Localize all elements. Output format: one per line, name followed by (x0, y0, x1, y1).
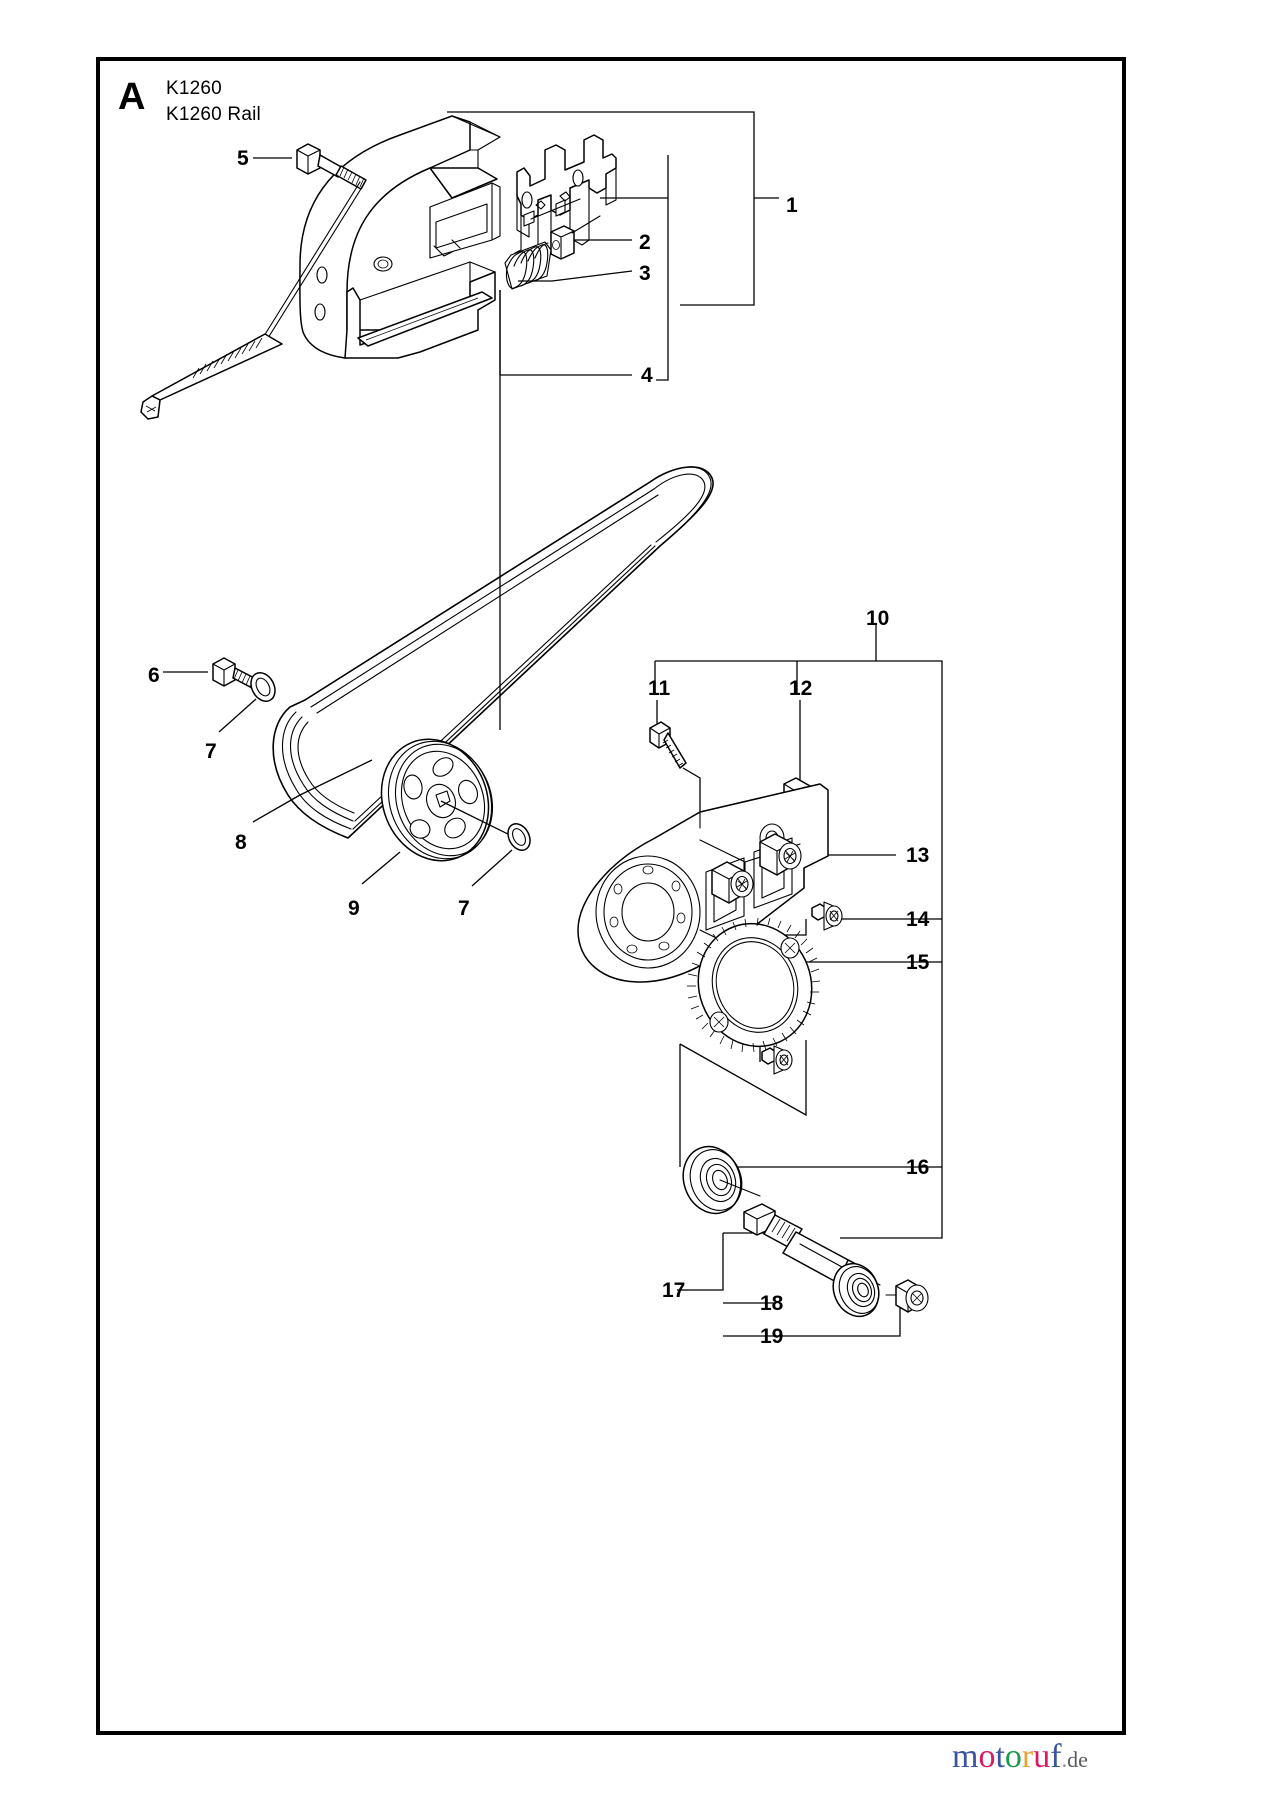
section-letter: A (118, 76, 146, 118)
callout-6: 6 (148, 664, 160, 687)
model-name-primary: K1260 (166, 78, 222, 99)
site-watermark: motoruf.de (952, 1740, 1088, 1774)
callout-8: 8 (235, 831, 247, 854)
watermark-char-t: t (995, 1738, 1005, 1775)
model-name-secondary: K1260 Rail (166, 104, 261, 125)
callout-4: 4 (641, 364, 653, 387)
watermark-char-r: r (1021, 1738, 1034, 1775)
callout-5: 5 (237, 147, 249, 170)
watermark-char-f: f (1050, 1738, 1062, 1775)
diagram-frame (96, 57, 1126, 1735)
callout-3: 3 (639, 262, 651, 285)
callout-9: 9 (348, 897, 360, 920)
callout-10: 10 (866, 607, 890, 630)
callout-17: 17 (662, 1279, 686, 1302)
watermark-char-m: m (952, 1738, 979, 1775)
callout-13: 13 (906, 844, 930, 867)
watermark-char-o2: o (1004, 1738, 1022, 1775)
callout-16: 16 (906, 1156, 930, 1179)
callout-7-lower: 7 (458, 897, 470, 920)
watermark-tld: de (1067, 1747, 1088, 1772)
callout-7-upper: 7 (205, 740, 217, 763)
callout-14: 14 (906, 908, 930, 931)
watermark-char-u: u (1033, 1738, 1051, 1775)
callout-1: 1 (786, 194, 798, 217)
callout-2: 2 (639, 231, 651, 254)
watermark-dot: . (1061, 1747, 1068, 1772)
callout-19: 19 (760, 1325, 784, 1348)
callout-15: 15 (906, 951, 930, 974)
callout-11: 11 (648, 677, 671, 700)
callout-18: 18 (760, 1292, 784, 1315)
callout-12: 12 (789, 677, 813, 700)
watermark-char-o1: o (978, 1738, 996, 1775)
model-names: K1260 K1260 Rail (166, 76, 261, 128)
